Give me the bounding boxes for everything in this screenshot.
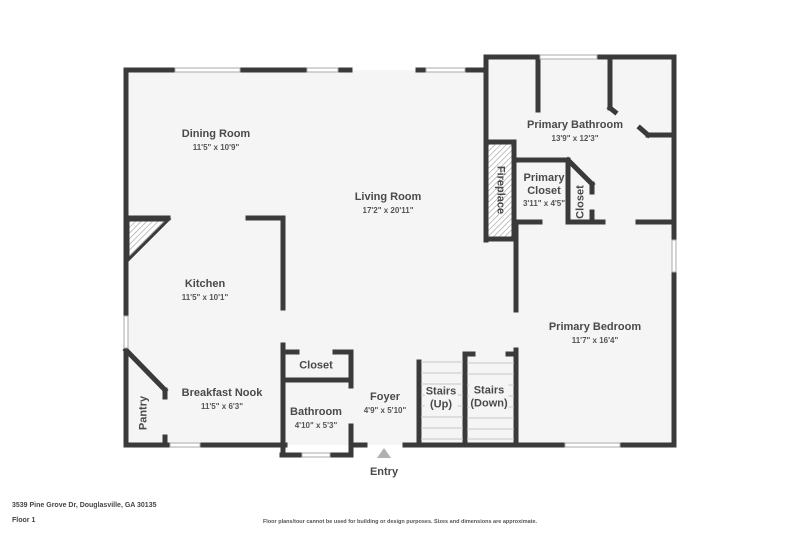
- room-name: Foyer: [370, 391, 400, 404]
- room-foyer: Foyer 4'9" x 5'10": [364, 391, 407, 415]
- room-stairs-down: Stairs (Down): [469, 384, 509, 410]
- room-pantry: Pantry: [138, 396, 151, 430]
- room-name-line1: Primary: [523, 171, 565, 184]
- room-name: Closet: [574, 185, 587, 219]
- room-dimensions: 4'10" x 5'3": [294, 420, 338, 430]
- room-dimensions: 11'5" x 6'3": [200, 401, 244, 411]
- room-dimensions: 17'2" x 20'11": [362, 205, 414, 215]
- entry-arrow-icon: [377, 448, 391, 458]
- property-address: 3539 Pine Grove Dr, Douglasville, GA 301…: [12, 502, 157, 509]
- walls: [122, 54, 677, 458]
- room-dimensions: 4'9" x 5'10": [363, 405, 407, 415]
- room-primary-bathroom: Primary Bathroom 13'9" x 12'3": [527, 119, 623, 143]
- room-dimensions: 13'9" x 12'3": [551, 133, 599, 143]
- room-primary-closet: Primary Closet 3'11" x 4'5": [523, 172, 565, 208]
- room-name-line2: (Down): [470, 397, 508, 409]
- room-name-line1: Stairs: [473, 384, 505, 397]
- room-closet-hall: Closet: [299, 360, 333, 373]
- room-name: Fireplace: [494, 165, 507, 215]
- room-dimensions: 11'5" x 10'9": [192, 142, 240, 152]
- room-name-line2: Closet: [527, 184, 561, 197]
- room-name: Primary Bathroom: [527, 119, 623, 132]
- room-dimensions: 3'11" x 4'5": [522, 199, 566, 209]
- room-name-line1: Stairs: [425, 385, 457, 398]
- room-primary-bedroom: Primary Bedroom 11'7" x 16'4": [549, 321, 641, 345]
- kitchen-corner-cabinet: [126, 218, 172, 264]
- room-name: Living Room: [354, 191, 422, 204]
- room-name: Closet: [299, 359, 333, 372]
- room-dimensions: 11'5" x 10'1": [181, 292, 229, 302]
- room-name: Kitchen: [184, 278, 226, 291]
- windows: [123, 54, 677, 458]
- room-dimensions: 11'7" x 16'4": [571, 335, 619, 345]
- room-stairs-up: Stairs (Up): [424, 385, 458, 411]
- floor-fill: [126, 57, 674, 445]
- room-fireplace: Fireplace: [494, 165, 507, 215]
- room-bathroom: Bathroom 4'10" x 5'3": [290, 406, 342, 430]
- room-name: Pantry: [137, 395, 150, 431]
- room-closet-small: Closet: [575, 185, 588, 219]
- room-dining-room: Dining Room 11'5" x 10'9": [182, 128, 250, 152]
- entry-label: Entry: [369, 466, 399, 478]
- disclaimer: Floor plans/tour cannot be used for buil…: [262, 519, 538, 525]
- room-name-line2: (Up): [429, 398, 452, 410]
- room-breakfast-nook: Breakfast Nook 11'5" x 6'3": [182, 387, 263, 411]
- room-kitchen: Kitchen 11'5" x 10'1": [182, 278, 229, 302]
- room-name: Bathroom: [290, 406, 342, 419]
- room-living-room: Living Room 17'2" x 20'11": [355, 191, 422, 215]
- room-name: Dining Room: [181, 128, 251, 141]
- room-name: Primary Bedroom: [548, 321, 642, 334]
- room-name: Breakfast Nook: [181, 387, 263, 400]
- floor-label: Floor 1: [12, 517, 36, 524]
